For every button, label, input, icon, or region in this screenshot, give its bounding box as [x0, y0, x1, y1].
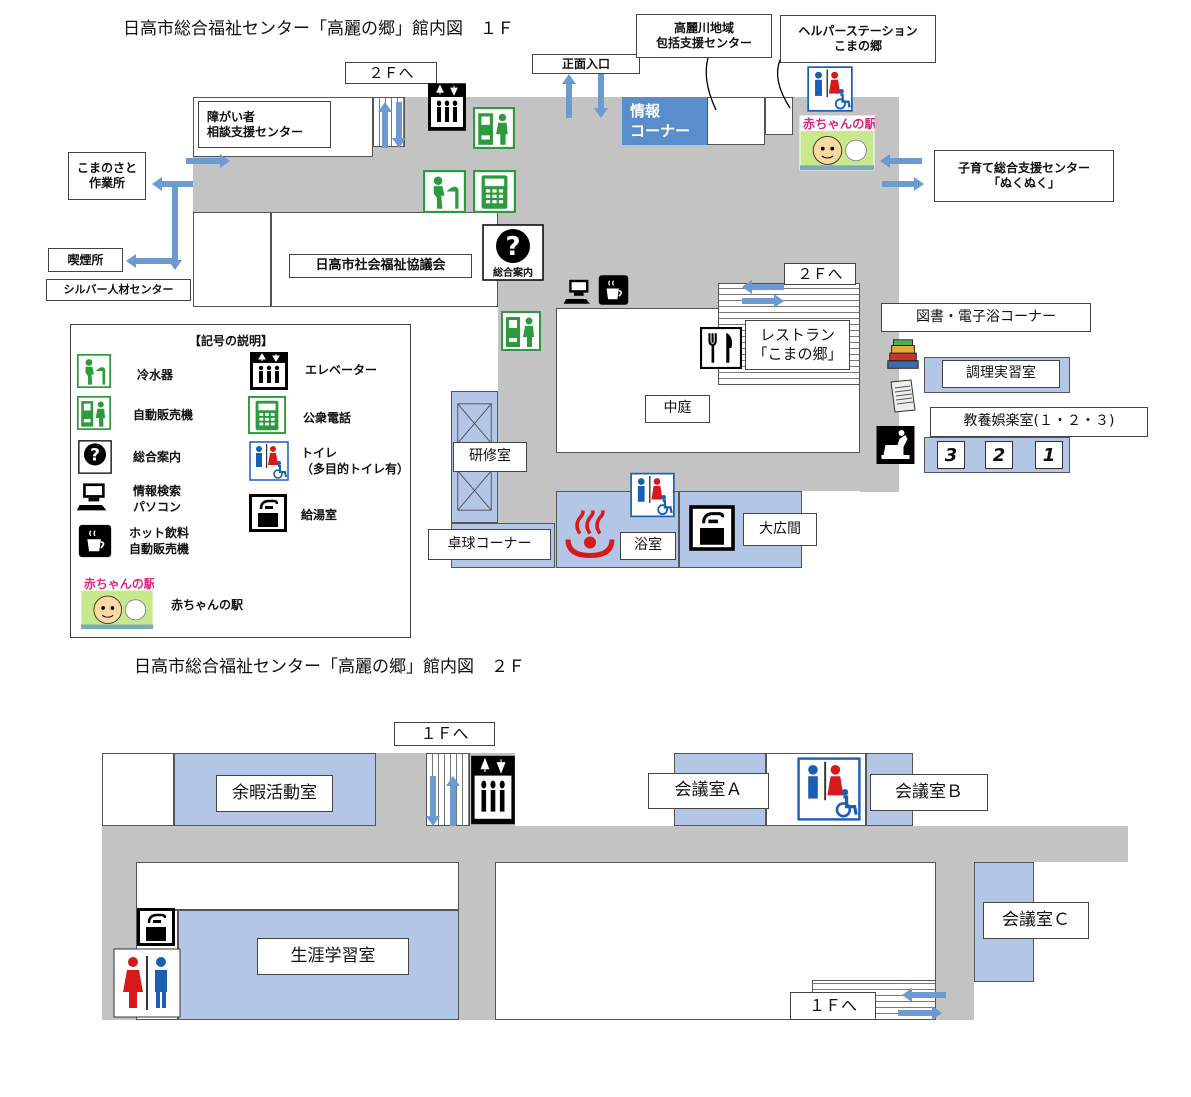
water-cooler-icon [77, 354, 111, 388]
to-1f-bottom: １Ｆへ [790, 992, 876, 1020]
floor2-title: 日高市総合福祉センター「高麗の郷」館内図 ２Ｆ [134, 657, 525, 677]
culture-room-3: 3 [937, 441, 965, 469]
culture-room-label: 教養娯楽室(１・２・３) [930, 407, 1148, 437]
koma-community-center: 高麗川地域 包括支援センター [636, 14, 772, 58]
legend-baby: 赤ちゃんの駅 [171, 598, 244, 612]
restaurant: レストラン 「こまの郷」 [745, 320, 850, 370]
smoking-area: 喫煙所 [48, 248, 123, 272]
hot-drink-icon [598, 274, 629, 306]
restroom-icon [113, 948, 181, 1018]
room-2f-nw [102, 753, 174, 826]
helper-station: ヘルパーステーション こまの郷 [780, 15, 936, 63]
koma-room [707, 97, 765, 145]
restaurant-icon [700, 327, 742, 369]
hot-spring-icon [560, 503, 620, 558]
culture-room-2: 2 [985, 441, 1013, 469]
floor2-arrows [426, 776, 946, 1020]
toilet-icon [807, 66, 853, 112]
public-phone-icon [472, 170, 517, 213]
general-info-icon-label: 総合案内 [493, 268, 533, 279]
vending-machine-icon [77, 396, 111, 430]
training-room-label: 研修室 [453, 442, 527, 472]
legend-pc: 情報検索 パソコン [133, 484, 182, 515]
floor1-arrows [126, 57, 924, 308]
lifelong-room-label: 生涯学習室 [257, 938, 409, 975]
meeting-room-c-label: 会議室Ｃ [983, 902, 1089, 939]
water-cooler-icon [422, 170, 467, 213]
leisure-room-label: 余暇活動室 [216, 775, 333, 812]
toilet-icon [797, 757, 861, 821]
courtyard-label: 中庭 [645, 395, 710, 423]
legend-vending: 自動販売機 [133, 408, 194, 422]
room-west-a [193, 212, 271, 307]
room-2f-upper [136, 862, 459, 910]
shakyo: 日高市社会福祉協議会 [289, 254, 472, 278]
meeting-room-a-label: 会議室Ａ [648, 773, 769, 809]
computer-icon [560, 275, 596, 307]
pingpong-label: 卓球コーナー [428, 529, 551, 560]
bath-label: 浴室 [620, 532, 676, 560]
library-corner: 図書・電子浴コーナー [881, 303, 1091, 332]
legend-water: 冷水器 [137, 368, 174, 382]
legend-phone: 公衆電話 [303, 411, 352, 425]
corridor-2f-mid [459, 862, 495, 1020]
massage-chair-icon [873, 425, 918, 465]
legend-elevator: エレベーター [305, 363, 378, 377]
vending-machine-icon [473, 106, 515, 150]
toilet-icon [249, 440, 289, 482]
corridor-south [556, 453, 899, 491]
meeting-room-b-label: 会議室Ｂ [870, 774, 988, 811]
hot-drink-icon [78, 523, 112, 559]
to-2f-right: ２Ｆへ [784, 263, 856, 285]
baby-station-icon [80, 575, 154, 630]
info-corner: 情報 コーナー [622, 97, 707, 145]
corridor-2f-main [102, 826, 1128, 862]
legend-title: 【記号の説明】 [189, 334, 274, 348]
silver-center: シルバー人材センター [46, 279, 191, 301]
main-entrance: 正面入口 [532, 54, 640, 74]
kettle-icon [136, 907, 176, 947]
general-info-icon [78, 440, 112, 474]
svg-text:?: ? [505, 232, 520, 262]
legend-kettle: 給湯室 [301, 508, 338, 522]
hall-label: 大広間 [743, 513, 817, 546]
kettle-icon [247, 493, 289, 533]
legend-hot-drink: ホット飲料 自動販売機 [129, 526, 190, 557]
info-corner-line1: 情報 [630, 101, 661, 120]
cooking-room-label: 調理実習室 [942, 360, 1060, 388]
elevator-icon [470, 754, 516, 826]
to-1f-top: １Ｆへ [394, 722, 495, 746]
kettle-icon [688, 504, 736, 552]
to-2f-top: ２Ｆへ [345, 62, 437, 84]
culture-room-1: 1 [1035, 441, 1063, 469]
kosodate-center: 子育て総合支援センター 「ぬくぬく」 [934, 150, 1114, 202]
baby-station-icon [799, 115, 875, 171]
legend-info: 総合案内 [133, 450, 182, 464]
info-corner-line2: コーナー [630, 122, 691, 140]
legend-toilet: トイレ （多目的トイレ有） [301, 446, 410, 477]
books-icon [883, 336, 923, 374]
computer-icon [73, 478, 113, 514]
elevator-icon [249, 351, 289, 391]
paper-icon [883, 376, 923, 416]
disability-center: 障がい者 相談支援センター [198, 101, 331, 148]
toilet-icon-2 [630, 470, 675, 520]
vending-machine-icon-2 [501, 310, 541, 352]
komanosato: こまのさと 作業所 [68, 152, 146, 200]
helper-room [765, 97, 793, 135]
floor1-title: 日高市総合福祉センター「高麗の郷」館内図 １Ｆ [123, 19, 514, 39]
legend-box: 【記号の説明】 冷水器 エレベーター 自動販売機 公衆電話 総合案内 トイレ （… [70, 324, 411, 638]
public-phone-icon [247, 396, 287, 434]
general-info-icon: ? 総合案内 [482, 224, 544, 281]
elevator-icon [427, 82, 467, 132]
